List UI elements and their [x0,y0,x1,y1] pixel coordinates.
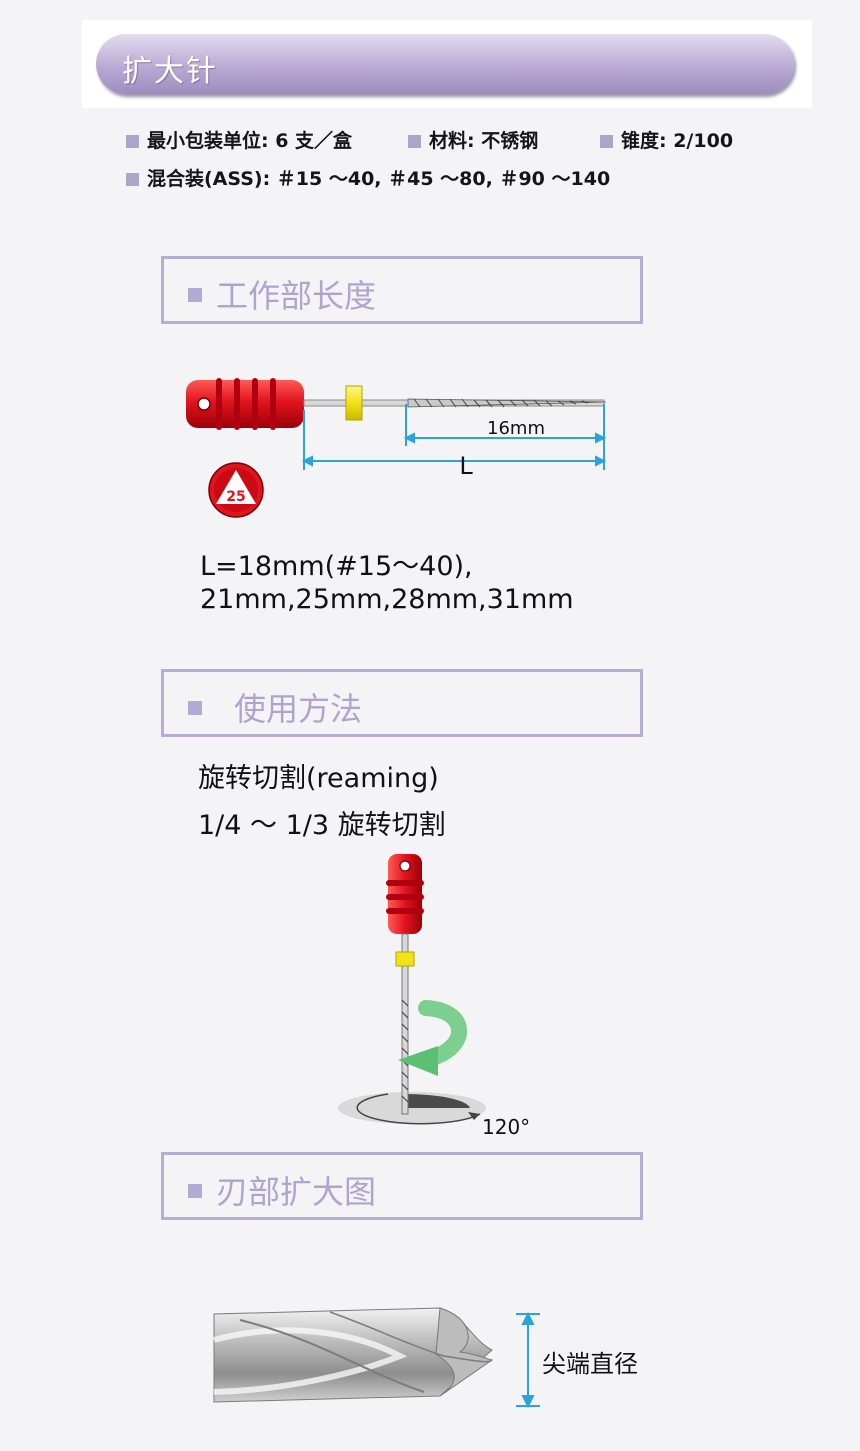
blade-tip-diagram: 尖端直径 [213,1307,638,1409]
bullet-square-icon [126,173,139,186]
blade-length-label: 16mm [487,418,545,439]
section-usage: 使用方法 [161,669,643,737]
spec-package: 最小包装单位: 6 支／盒 [126,126,352,153]
section-bullet-icon [188,288,202,302]
section-bullet-icon [188,1184,202,1198]
spec-taper-text: 锥度: 2/100 [621,130,734,152]
length-options-line-1: L=18mm(#15～40), [200,551,473,582]
red-handle-icon [386,854,424,934]
file-length-diagram: 16mm L 25 [186,378,607,518]
rotation-arc [356,1093,481,1125]
size-badge-icon [208,462,264,518]
rotation-angle-label: 120° [482,1115,530,1139]
section-bullet-icon [188,701,202,715]
spec-taper: 锥度: 2/100 [600,126,733,153]
bullet-square-icon [408,135,421,148]
rubber-stopper-icon [345,385,363,421]
spec-package-text: 最小包装单位: 6 支／盒 [147,130,353,152]
bullet-square-icon [600,135,613,148]
section-usage-title: 使用方法 [234,690,363,728]
rotation-arrowhead-icon [468,1112,480,1120]
usage-diagram: 120° [338,854,530,1139]
bullet-square-icon [126,135,139,148]
header-banner [96,34,794,94]
size-badge-number: 25 [226,489,245,505]
rotation-sector [404,1094,470,1108]
section-blade: 刃部扩大图 [161,1152,643,1220]
blade-dimension [403,404,607,470]
blade-enlarged-icon [213,1307,494,1403]
spec-assortment-text: 混合装(ASS): ＃15 ～40, ＃45 ～80, ＃90 ～140 [147,168,611,190]
file-blade [407,398,607,408]
section-working-length-title: 工作部长度 [216,277,377,315]
rubber-stopper-icon [395,951,415,967]
tip-diameter-dimension [516,1311,540,1409]
tip-diameter-label: 尖端直径 [542,1350,638,1378]
rotation-arrowhead-green-icon [398,1046,438,1076]
page-title: 扩大针 [122,54,218,89]
red-handle-icon [186,378,304,430]
length-options-line-2: 21mm,25mm,28mm,31mm [200,584,574,615]
rotation-arrow-icon [418,1000,467,1066]
section-working-length: 工作部长度 [161,256,643,324]
usage-line-2: 1/4 ～ 1/3 旋转切割 [198,810,446,841]
total-length-label: L [459,452,473,480]
section-blade-title: 刃部扩大图 [216,1173,377,1211]
spec-material: 材料: 不锈钢 [408,126,538,153]
spec-assortment: 混合装(ASS): ＃15 ～40, ＃45 ～80, ＃90 ～140 [126,164,610,191]
total-length-dimension [301,410,607,470]
spec-material-text: 材料: 不锈钢 [429,130,539,152]
usage-line-1: 旋转切割(reaming) [198,763,439,794]
